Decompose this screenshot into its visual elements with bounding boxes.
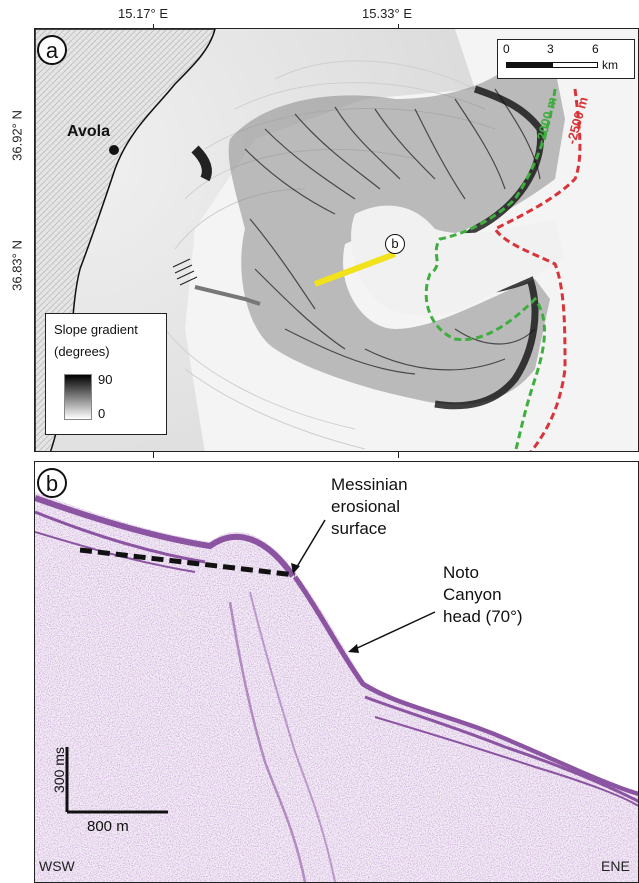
scale-unit: km xyxy=(602,58,618,72)
profile-marker-b: b xyxy=(385,234,405,254)
lon-tick-mark xyxy=(398,24,399,29)
annotation-messinian-line1: Messinian xyxy=(331,475,408,494)
messinian-surface-line xyxy=(79,547,296,578)
lat-tick-36-83: 36.83° N xyxy=(9,240,25,291)
legend-title-line2: (degrees) xyxy=(54,344,110,359)
scale-tick-6: 6 xyxy=(592,42,599,56)
profile-end-wsw: WSW xyxy=(39,858,75,874)
arrow-head-messinian xyxy=(291,563,300,574)
legend-min: 0 xyxy=(98,406,106,421)
legend-max: 90 xyxy=(98,372,113,387)
canyon-gullies xyxy=(244,88,541,375)
avola-dot xyxy=(109,145,119,155)
annotation-canyon-line2: Canyon xyxy=(443,585,502,604)
canyon-terrain xyxy=(228,69,565,405)
slope-legend: Slope gradient (degrees) 90 0 xyxy=(45,313,167,435)
horizontal-scale-label: 800 m xyxy=(87,818,129,835)
avola-label: Avola xyxy=(67,123,110,140)
dark-shelf-break xyxy=(191,145,212,182)
annotation-canyon-head: Noto Canyon head (70°) xyxy=(443,562,523,628)
arrow-head-canyon xyxy=(348,644,359,653)
lon-tick-15-33: 15.33° E xyxy=(362,6,413,21)
annotation-messinian-line3: surface xyxy=(331,519,387,538)
scale-segment-white xyxy=(552,62,598,68)
panel-a-label: a xyxy=(37,35,67,65)
lon-tick-15-17: 15.17° E xyxy=(118,6,169,21)
scale-tick-3: 3 xyxy=(547,42,554,56)
arrow-canyon-head xyxy=(352,611,436,651)
vertical-scale-label: 300 ms xyxy=(51,747,67,793)
seafloor-structure xyxy=(194,285,261,306)
seafloor-lineations xyxy=(172,258,198,286)
seismic-profile-line xyxy=(313,251,397,287)
annotation-messinian-line2: erosional xyxy=(331,497,400,516)
panel-b-label: b xyxy=(37,468,67,498)
lon-tick-mark-bottom xyxy=(398,452,399,458)
seismic-canvas xyxy=(35,462,638,882)
contour-2000 xyxy=(424,88,557,451)
seismic-profile-panel: b Messinian erosional surface Noto Canyo… xyxy=(34,461,639,883)
annotation-messinian: Messinian erosional surface xyxy=(331,474,408,540)
profile-end-ene: ENE xyxy=(601,858,630,874)
contour-2500 xyxy=(492,88,582,451)
scale-segment-black xyxy=(506,62,552,68)
lon-tick-mark-bottom xyxy=(153,452,154,458)
scale-bar: 0 3 6 km xyxy=(497,39,635,79)
legend-gradient-ramp xyxy=(64,374,92,420)
scale-tick-0: 0 xyxy=(503,42,510,56)
annotation-canyon-line1: Noto xyxy=(443,563,479,582)
lat-tick-36-92: 36.92° N xyxy=(9,110,25,161)
slope-gradient-map: a Avola b -2000 m -2500 m 0 3 6 km Slope… xyxy=(34,28,639,452)
legend-title-line1: Slope gradient xyxy=(54,322,138,337)
canyon-floor xyxy=(351,205,565,316)
arrow-messinian xyxy=(294,519,326,571)
lon-tick-mark xyxy=(153,24,154,29)
annotation-canyon-line3: head (70°) xyxy=(443,607,523,626)
